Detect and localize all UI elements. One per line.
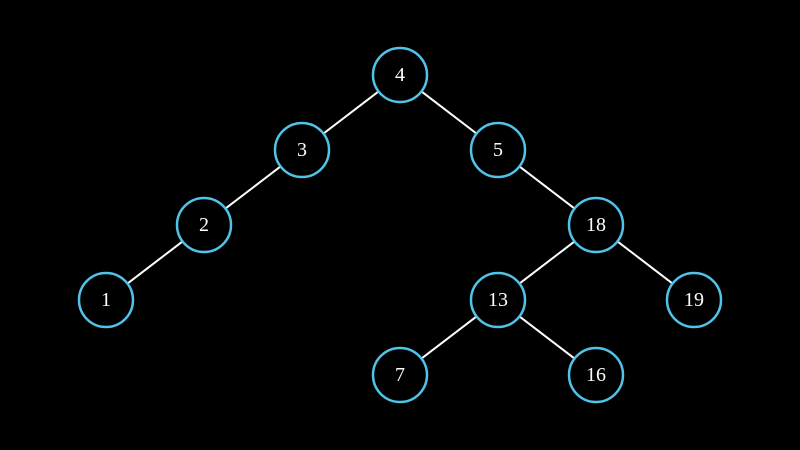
node-circle (371, 46, 429, 104)
tree-node-18: 18 (567, 196, 625, 254)
tree-node-7: 7 (371, 346, 429, 404)
edge-2-1 (126, 240, 184, 285)
tree-node-1: 1 (77, 271, 135, 329)
tree-node-2: 2 (175, 196, 233, 254)
tree-node-3: 3 (273, 121, 331, 179)
tree-node-16: 16 (567, 346, 625, 404)
tree-edges (126, 90, 674, 360)
node-circle (273, 121, 331, 179)
tree-node-13: 13 (469, 271, 527, 329)
node-circle (175, 196, 233, 254)
edge-18-13 (518, 240, 576, 285)
node-circle (469, 121, 527, 179)
node-circle (371, 346, 429, 404)
node-label: 7 (395, 364, 405, 386)
edge-4-5 (420, 90, 478, 135)
node-label: 1 (101, 289, 111, 311)
tree-nodes: 4 3 5 2 18 1 13 19 7 16 (77, 46, 723, 404)
node-label: 4 (395, 64, 405, 86)
node-label: 18 (586, 214, 606, 236)
edge-13-16 (518, 315, 576, 360)
node-label: 3 (297, 139, 307, 161)
edge-13-7 (420, 315, 478, 360)
edge-18-19 (616, 240, 674, 285)
node-circle (469, 271, 527, 329)
tree-node-19: 19 (665, 271, 723, 329)
node-label: 2 (199, 214, 209, 236)
tree-node-4: 4 (371, 46, 429, 104)
node-circle (567, 196, 625, 254)
edge-5-18 (518, 165, 576, 210)
node-circle (77, 271, 135, 329)
node-label: 16 (586, 364, 606, 386)
node-label: 13 (488, 289, 508, 311)
edge-4-3 (322, 90, 380, 135)
tree-node-5: 5 (469, 121, 527, 179)
node-circle (567, 346, 625, 404)
edge-3-2 (224, 165, 282, 210)
node-label: 5 (493, 139, 503, 161)
node-circle (665, 271, 723, 329)
node-label: 19 (684, 289, 704, 311)
